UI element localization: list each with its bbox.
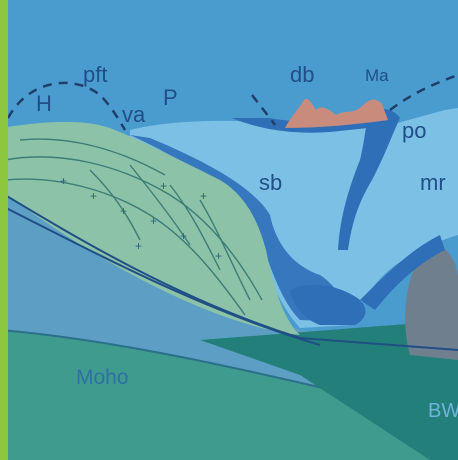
label-db: db	[290, 62, 314, 87]
svg-text:+: +	[180, 229, 187, 243]
svg-text:+: +	[60, 174, 67, 188]
label-bw: BW	[428, 400, 458, 422]
svg-text:+: +	[200, 189, 207, 203]
label-mr: mr	[420, 170, 446, 195]
label-sb: sb	[259, 170, 282, 195]
svg-text:+: +	[135, 239, 142, 253]
label-po: po	[402, 118, 426, 143]
label-h: H	[36, 91, 52, 116]
label-va: va	[122, 102, 146, 127]
frame-accent	[0, 0, 8, 460]
svg-text:+: +	[215, 249, 222, 263]
label-pft: pft	[83, 62, 107, 87]
label-p: P	[163, 85, 178, 110]
svg-text:+: +	[120, 204, 127, 218]
label-ma: Ma	[365, 66, 389, 85]
label-moho: Moho	[76, 366, 129, 389]
svg-text:+: +	[160, 179, 167, 193]
svg-text:+: +	[150, 214, 157, 228]
svg-text:+: +	[90, 189, 97, 203]
